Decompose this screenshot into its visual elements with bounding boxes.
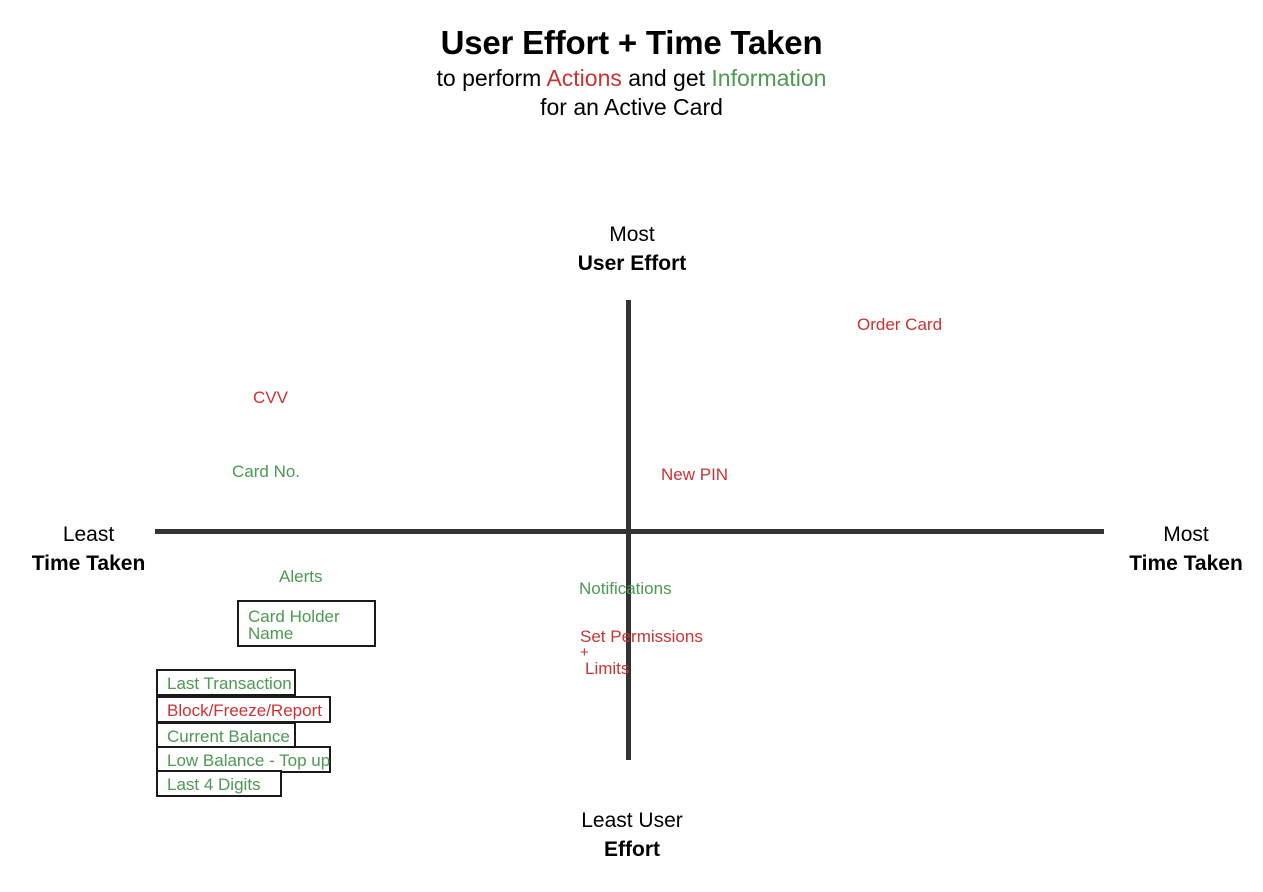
title-block: User Effort + Time Taken to perform Acti… bbox=[0, 22, 1263, 122]
item-label-line2: Name bbox=[248, 624, 294, 643]
subtitle-middle: and get bbox=[621, 65, 712, 91]
item-label-line1: Set Permissions bbox=[580, 627, 703, 646]
item-alerts[interactable]: Alerts bbox=[279, 567, 323, 586]
item-set-permissions[interactable]: Set Permissions+Limits bbox=[580, 627, 703, 678]
boxed-item-low-balance-top-up[interactable]: Low Balance - Top up bbox=[156, 746, 331, 773]
item-card-no[interactable]: Card No. bbox=[232, 462, 301, 481]
item-cvv[interactable]: CVV bbox=[253, 388, 288, 407]
subtitle-prefix: to perform bbox=[436, 65, 547, 91]
page-subtitle-line2: for an Active Card bbox=[540, 94, 723, 120]
axis-label-bottom-line1: Least User bbox=[581, 809, 683, 832]
boxed-item-block-freeze-report[interactable]: Block/Freeze/Report bbox=[156, 696, 331, 723]
boxed-item-last-transaction[interactable]: Last Transaction bbox=[156, 669, 296, 696]
item-label-line2: + bbox=[580, 644, 589, 661]
item-notifications[interactable]: Notifications bbox=[579, 579, 672, 598]
boxed-item-current-balance[interactable]: Current Balance bbox=[156, 722, 296, 748]
axis-label-left: Least Time Taken bbox=[0, 520, 177, 578]
item-label-line1: Card Holder bbox=[248, 607, 340, 626]
axis-label-top-line1: Most bbox=[609, 223, 655, 246]
axis-label-left-line1: Least bbox=[62, 523, 115, 546]
axis-label-bottom-line2: Effort bbox=[604, 838, 660, 861]
axis-label-top: Most User Effort bbox=[532, 220, 732, 278]
item-new-pin[interactable]: New PIN bbox=[661, 465, 729, 484]
vertical-axis-line bbox=[626, 300, 631, 760]
axis-label-right-line2: Time Taken bbox=[1129, 552, 1243, 575]
item-order-card[interactable]: Order Card bbox=[857, 315, 943, 334]
axis-label-right: Most Time Taken bbox=[1109, 520, 1263, 578]
item-label-line3: Limits bbox=[585, 659, 630, 678]
axis-label-left-line2: Time Taken bbox=[31, 552, 146, 575]
axis-label-bottom: Least User Effort bbox=[532, 806, 732, 864]
subtitle-information: Information bbox=[711, 65, 827, 91]
page-title: User Effort + Time Taken bbox=[440, 24, 823, 61]
boxed-item-last-4-digits[interactable]: Last 4 Digits bbox=[156, 770, 282, 797]
subtitle-actions: Actions bbox=[546, 65, 622, 91]
axis-label-right-line1: Most bbox=[1163, 523, 1209, 546]
page-subtitle-line1: to perform Actions and get Information bbox=[0, 64, 1263, 93]
axis-label-top-line2: User Effort bbox=[577, 252, 687, 275]
